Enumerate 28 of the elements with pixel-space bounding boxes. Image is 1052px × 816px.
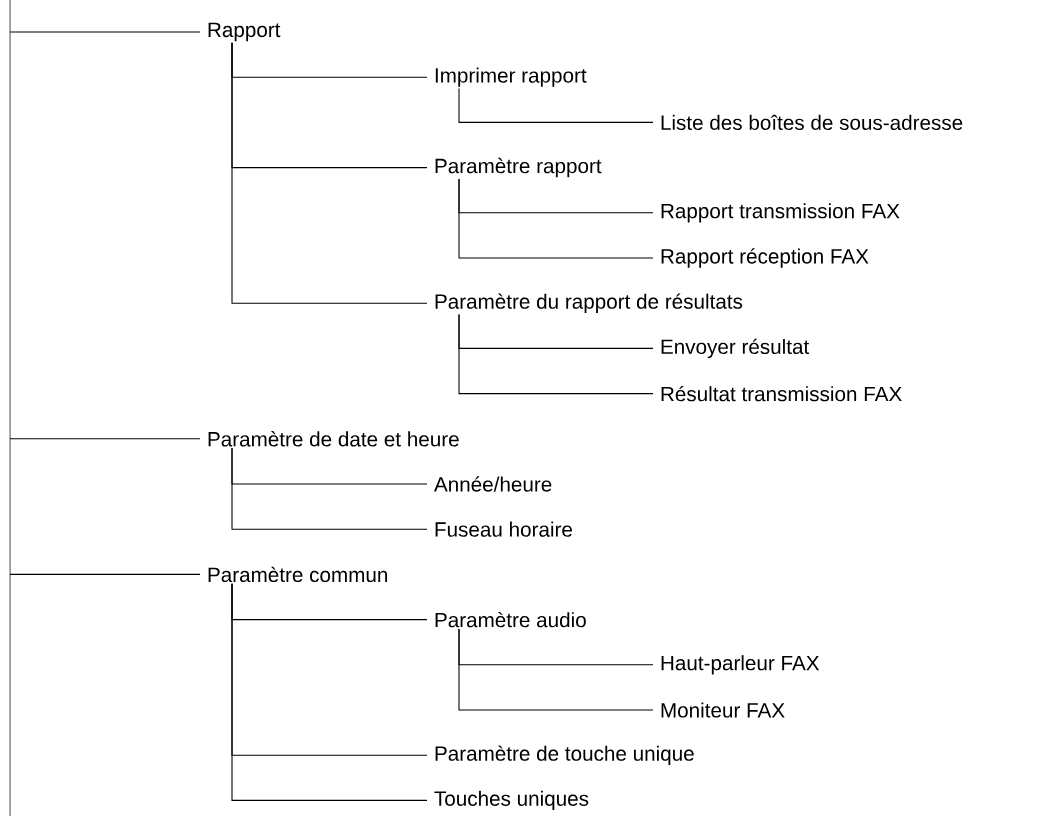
menu-item: Touches uniques bbox=[434, 790, 589, 811]
menu-item: Envoyer résultat bbox=[661, 338, 810, 359]
menu-item: Paramètre de date et heure bbox=[208, 431, 459, 447]
tree-connector bbox=[9, 438, 201, 440]
menu-item: Paramètre commun bbox=[208, 566, 387, 583]
menu-item: Paramètre de touche unique bbox=[435, 745, 694, 765]
menu-item: Rapport réception FAX bbox=[661, 248, 869, 268]
tree-connector bbox=[231, 42, 428, 304]
tree-connector bbox=[231, 447, 428, 530]
menu-item: Rapport bbox=[208, 22, 281, 42]
menu-item: Paramètre audio bbox=[435, 611, 586, 628]
menu-item: Rapport transmission FAX bbox=[661, 203, 900, 223]
tree-connector bbox=[9, 573, 201, 575]
menu-item: Haut-parleur FAX bbox=[661, 655, 820, 675]
tree-connector bbox=[458, 628, 654, 711]
menu-item: Année/heure bbox=[434, 476, 552, 492]
menu-item: Fuseau horaire bbox=[435, 521, 572, 537]
tree-connector bbox=[458, 87, 654, 123]
tree-connector bbox=[231, 583, 428, 801]
tree-connector bbox=[9, 31, 201, 33]
menu-item: Résultat transmission FAX bbox=[661, 385, 902, 402]
menu-item: Imprimer rapport bbox=[435, 67, 587, 87]
tree-connector bbox=[458, 178, 654, 259]
tree-connector bbox=[458, 314, 654, 395]
menu-item: Paramètre du rapport de résultats bbox=[435, 293, 743, 313]
menu-item: Liste des boîtes de sous-adresse bbox=[661, 114, 963, 131]
menu-item: Moniteur FAX bbox=[661, 702, 785, 718]
menu-item: Paramètre rapport bbox=[435, 157, 602, 178]
